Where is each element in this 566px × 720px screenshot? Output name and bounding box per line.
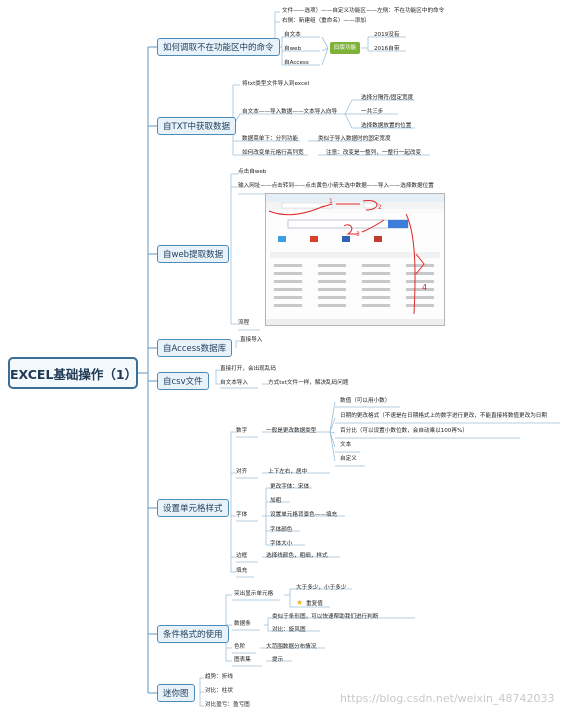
node-change-type: 一般是更改数据类型 — [266, 428, 317, 434]
node-from-text: 自文本 — [284, 32, 301, 38]
node-data-bar: 数据条 — [234, 621, 251, 627]
node-highlight-cells: 突出显示单元格 — [234, 591, 274, 597]
node-font-family: 更改字体：宋体 — [270, 484, 310, 490]
node-text-to-columns: 数据菜单下：分列功能 — [242, 136, 298, 142]
annotation-4: 4 — [422, 283, 427, 292]
node-duplicates: 重复值 — [306, 601, 323, 607]
node-border-desc: 选择线颜色，粗细，样式 — [266, 553, 328, 559]
branch-access-import[interactable]: 自Access数据库 — [157, 339, 233, 357]
node-web-steps: 输入网址——点击转到——点击黄色小箭头选中数据——导入——选择数据位置 — [238, 183, 434, 189]
node-text-type: 文本 — [340, 442, 352, 448]
node-greater-less: 大于多少，小于多少 — [296, 585, 347, 591]
node-2016: 2016自带 — [374, 46, 400, 52]
branch-web-import[interactable]: 自web提取数据 — [157, 245, 230, 263]
node-2019: 2019没有 — [374, 32, 400, 38]
node-bar-like: 类似于条形图，可以快速帮助我们进行判断 — [272, 614, 379, 620]
node-trend-line: 趋势：折线 — [205, 674, 233, 680]
node-direct-import: 直接导入 — [240, 337, 263, 343]
branch-sparkline[interactable]: 迷你图 — [157, 684, 195, 702]
node-whole-row-col: 注意：改变是一整列，一整行一起改变 — [326, 150, 422, 156]
node-alignment: 对齐 — [236, 469, 248, 475]
node-icon-set: 图表集 — [234, 657, 251, 663]
node-new-group: 右侧：新建组（重命名）——添加 — [282, 18, 366, 24]
watermark: https://blog.csdn.net/weixin_48742033 — [340, 692, 555, 705]
node-font: 字体 — [236, 512, 248, 518]
annotation-3: 3 — [356, 231, 360, 238]
node-border: 边框 — [236, 553, 248, 559]
node-align-desc: 上下左右，居中 — [268, 469, 308, 475]
node-win-loss: 对比盈亏：盈亏图 — [205, 702, 250, 708]
node-import-wizard: 自文本——导入数据——文本导入向导 — [242, 109, 338, 115]
node-click-web: 点击自web — [238, 169, 267, 175]
node-open-garbled: 直接打开，会出现乱码 — [220, 366, 276, 372]
node-tornado: 对比：旋风图 — [272, 627, 306, 633]
node-fill: 填充 — [236, 568, 248, 574]
node-fixed-width: 类似于导入数据时的固定宽度 — [318, 136, 391, 142]
node-txt-to-excel: 将txt类型文件导入到excel — [242, 81, 310, 87]
browser-window-sketch: 1 2 3 4 — [266, 194, 444, 325]
node-fill-color: 设置单元格背景色——填充 — [270, 512, 338, 518]
star-icon: ★ — [296, 598, 304, 607]
node-compare-column: 对比：柱状 — [205, 688, 233, 694]
node-choose-location: 选择数据放置的位置 — [361, 123, 412, 129]
node-bold: 加粗 — [270, 498, 282, 504]
node-row-col-size: 如何改变单元格行高列宽 — [242, 150, 304, 156]
node-options-path: 文件——选项）——自定义功能区——左侧：不在功能区中的命令 — [282, 8, 445, 14]
node-font-color: 字体颜色 — [270, 527, 293, 533]
branch-cell-style[interactable]: 设置单元格样式 — [157, 499, 229, 517]
node-distribution: 大范围数据分布情况 — [266, 644, 317, 650]
node-fix-garbled: 方式txt文件一样，解决乱码问题 — [268, 380, 349, 386]
node-from-web: 自web — [284, 46, 302, 52]
branch-txt-import[interactable]: 自TXT中获取数据 — [157, 117, 237, 135]
branch-csv-import[interactable]: 自csv文件 — [157, 372, 209, 390]
node-number: 数字 — [236, 428, 248, 434]
node-numeric: 数值（可以用小数） — [340, 398, 391, 404]
node-from-access: 自Access — [284, 60, 309, 66]
legacy-feature-tag: 旧版功能 — [330, 42, 360, 54]
annotation-2: 2 — [378, 204, 382, 211]
branch-conditional-format[interactable]: 条件格式的使用 — [157, 625, 229, 643]
node-color-scale: 色阶 — [234, 644, 246, 650]
node-date-format: 日期的更改格式（不速是在日期格式上的数字进行更改，不能直接将数值更改为日期 — [340, 413, 547, 419]
node-hint: 提示 — [272, 657, 284, 663]
node-process: 流程 — [238, 320, 250, 326]
node-font-size: 字体大小 — [270, 541, 293, 547]
web-import-screenshot: 1 2 3 4 — [265, 193, 445, 326]
node-three-steps: 一共三步 — [361, 109, 384, 115]
node-choose-delimiter: 选择分隔符/固定宽度 — [361, 95, 414, 101]
node-percent: 百分比（可以设置小数位数，会自动乘以100再%） — [340, 428, 468, 434]
annotation-1: 1 — [329, 198, 333, 205]
node-text-import: 自文本导入 — [220, 380, 248, 386]
root-node[interactable]: EXCEL基础操作（1） — [8, 357, 138, 389]
branch-custom-command[interactable]: 如何调取不在功能区中的命令 — [157, 38, 280, 56]
node-custom-type: 自定义 — [340, 456, 357, 462]
